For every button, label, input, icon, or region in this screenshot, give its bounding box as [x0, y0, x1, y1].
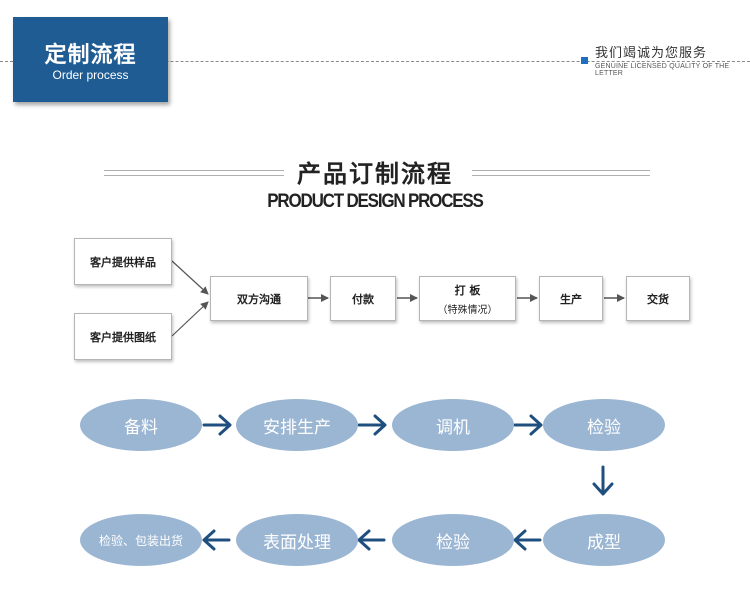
box-communicate: 双方沟通 — [210, 276, 308, 321]
title-line-left-1 — [104, 170, 284, 171]
step-inspect-second-label: 检验 — [436, 532, 470, 553]
step-inspect-pack-ship: 检验、包装出货 — [80, 514, 202, 566]
order-process-badge: 定制流程 Order process — [13, 17, 168, 102]
arrow-drawing-to-communicate — [171, 301, 209, 337]
arrow-right-icon-2 — [357, 414, 387, 436]
box-customer-sample-label: 客户提供样品 — [90, 255, 156, 269]
box-customer-drawing: 客户提供图纸 — [74, 313, 172, 360]
step-surface-treatment-label: 表面处理 — [263, 532, 331, 553]
step-inspect-pack-ship-label: 检验、包装出货 — [98, 533, 183, 548]
step-inspect-first-label: 检验 — [587, 417, 621, 438]
section-title: 产品订制流程 — [297, 160, 453, 188]
arrow-left-icon-1 — [513, 529, 542, 551]
arrow-left-icon-2 — [357, 529, 386, 551]
slogan: 我们竭诚为您服务 — [595, 46, 708, 61]
arrow-left-icon-3 — [202, 529, 231, 551]
box-payment-label: 付款 — [352, 292, 374, 306]
box-proof: 打 板 （特殊情况） — [419, 276, 516, 321]
box-produce-label: 生产 — [560, 292, 582, 306]
box-produce: 生产 — [539, 276, 603, 321]
section-title-english: PRODUCT DESIGN PROCESS — [267, 189, 484, 212]
step-adjust-machine-label: 调机 — [436, 417, 470, 438]
box-communicate-label: 双方沟通 — [237, 292, 281, 306]
step-inspect-second: 检验 — [392, 514, 514, 566]
title-line-right-2 — [472, 175, 650, 176]
box-customer-drawing-label: 客户提供图纸 — [90, 330, 156, 344]
step-schedule-production: 安排生产 — [236, 399, 358, 451]
badge-subtitle: Order process — [52, 68, 129, 82]
box-proof-label: 打 板 — [454, 283, 481, 297]
slogan-square-icon — [581, 57, 588, 64]
box-deliver: 交货 — [626, 276, 690, 321]
header-dashed-line — [0, 61, 750, 62]
arrow-down-icon — [592, 465, 614, 496]
step-adjust-machine: 调机 — [392, 399, 514, 451]
box-deliver-label: 交货 — [647, 292, 669, 306]
title-line-right-1 — [472, 170, 650, 171]
step-forming: 成型 — [543, 514, 665, 566]
step-inspect-first: 检验 — [543, 399, 665, 451]
arrow-sample-to-communicate — [171, 260, 209, 295]
step-schedule-production-label: 安排生产 — [263, 417, 331, 438]
step-prepare-materials: 备料 — [80, 399, 202, 451]
step-forming-label: 成型 — [587, 532, 621, 553]
step-surface-treatment: 表面处理 — [236, 514, 358, 566]
box-customer-sample: 客户提供样品 — [74, 238, 172, 285]
arrow-right-icon-1 — [202, 414, 232, 436]
badge-title: 定制流程 — [44, 43, 137, 68]
step-prepare-materials-label: 备料 — [124, 417, 158, 438]
arrow-right-icon-3 — [513, 414, 543, 436]
box-payment: 付款 — [330, 276, 396, 321]
slogan-english: GENUINE LICENSED QUALITY OF THE LETTER — [595, 63, 730, 77]
title-line-left-2 — [104, 175, 284, 176]
box-proof-note: （特殊情况） — [437, 304, 498, 316]
